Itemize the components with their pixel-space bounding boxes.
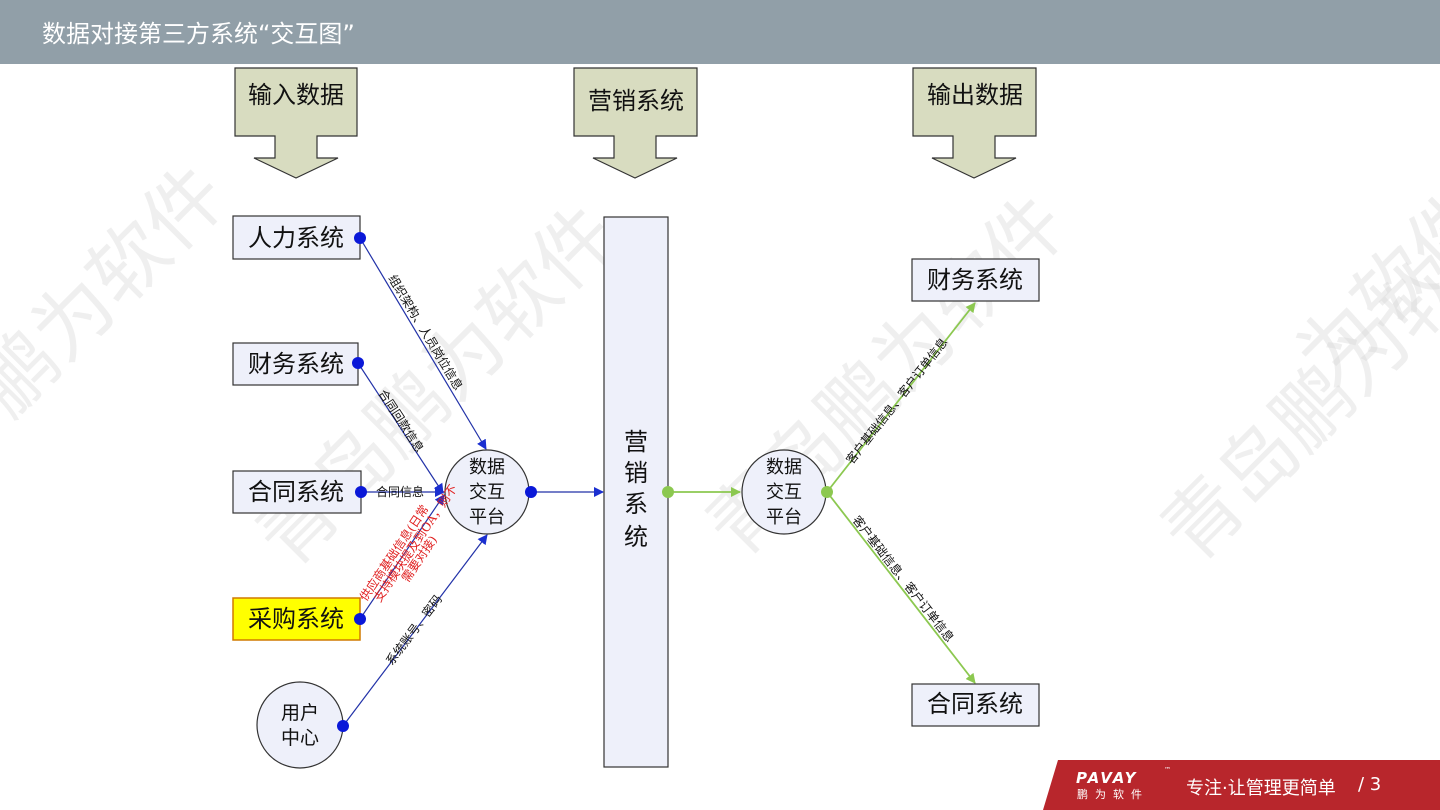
output-data-arrow: 输出数据 — [912, 67, 1037, 179]
brand-subtitle: 鹏为软件 — [1077, 788, 1149, 801]
footer-band — [1043, 760, 1440, 810]
hub-label: 数据 — [469, 457, 505, 478]
hub-label: 平台 — [469, 507, 505, 528]
purchase-system-box: 采购系统 — [232, 597, 361, 641]
user-center-node: 用户 中心 — [256, 681, 344, 769]
right-data-hub: 数据 交互 平台 — [741, 449, 827, 535]
hub-label: 交互 — [469, 482, 505, 503]
bar-char: 销 — [624, 459, 648, 487]
contract-system-box: 合同系统 — [232, 470, 362, 514]
hub-label: 数据 — [766, 457, 802, 478]
purchase-system-label: 采购系统 — [248, 605, 344, 633]
left-data-hub: 数据 交互 平台 — [444, 449, 530, 535]
hub-label: 平台 — [766, 507, 802, 528]
header-bar: 数据对接第三方系统“交互图” — [0, 0, 1440, 64]
bar-char: 系 — [624, 490, 648, 518]
hr-system-box: 人力系统 — [232, 215, 361, 260]
finance-system-label: 财务系统 — [248, 350, 344, 378]
contract-system-label: 合同系统 — [248, 478, 344, 506]
output-contract-label: 合同系统 — [927, 690, 1023, 718]
connection-dots — [337, 232, 833, 732]
watermark: 青岛鹏为软件 青岛鹏为软件 青岛鹏为软件 鹏为软件 为软件 — [0, 149, 1440, 583]
bar-char: 营 — [624, 428, 648, 456]
footer-slogan: 专注·让管理更简单 — [1186, 778, 1336, 799]
user-edge-label: 系统账号、密码 — [382, 592, 445, 668]
output-finance-label: 财务系统 — [927, 266, 1023, 294]
output-contract-edge-label: 客户基础信息、客户订单信息 — [850, 513, 958, 645]
user-center-label: 用户 — [281, 702, 319, 724]
finance-system-box: 财务系统 — [232, 342, 359, 386]
hub-label: 交互 — [766, 482, 802, 503]
marketing-system-arrow: 营销系统 — [573, 67, 698, 179]
bar-char: 统 — [624, 523, 648, 551]
output-finance-box: 财务系统 — [911, 258, 1040, 302]
watermark-text: 鹏为软件 — [0, 149, 244, 433]
output-contract-box: 合同系统 — [911, 683, 1040, 727]
brand-logo: PAVAY — [1076, 769, 1138, 787]
input-data-label: 输入数据 — [248, 81, 344, 109]
page-title: 数据对接第三方系统“交互图” — [42, 20, 355, 48]
input-data-arrow: 输入数据 — [234, 67, 358, 179]
contract-edge-label: 合同信息 — [376, 484, 424, 499]
right-connectors — [668, 302, 976, 684]
marketing-system-bar: 营 销 系 统 — [603, 216, 669, 768]
output-data-label: 输出数据 — [927, 81, 1023, 109]
user-center-label: 中心 — [281, 727, 319, 749]
marketing-system-label: 营销系统 — [588, 87, 684, 115]
hr-system-label: 人力系统 — [248, 224, 344, 252]
brand-trademark: ™ — [1164, 766, 1171, 774]
left-connectors — [342, 237, 604, 727]
page-number: / 3 — [1358, 774, 1382, 795]
